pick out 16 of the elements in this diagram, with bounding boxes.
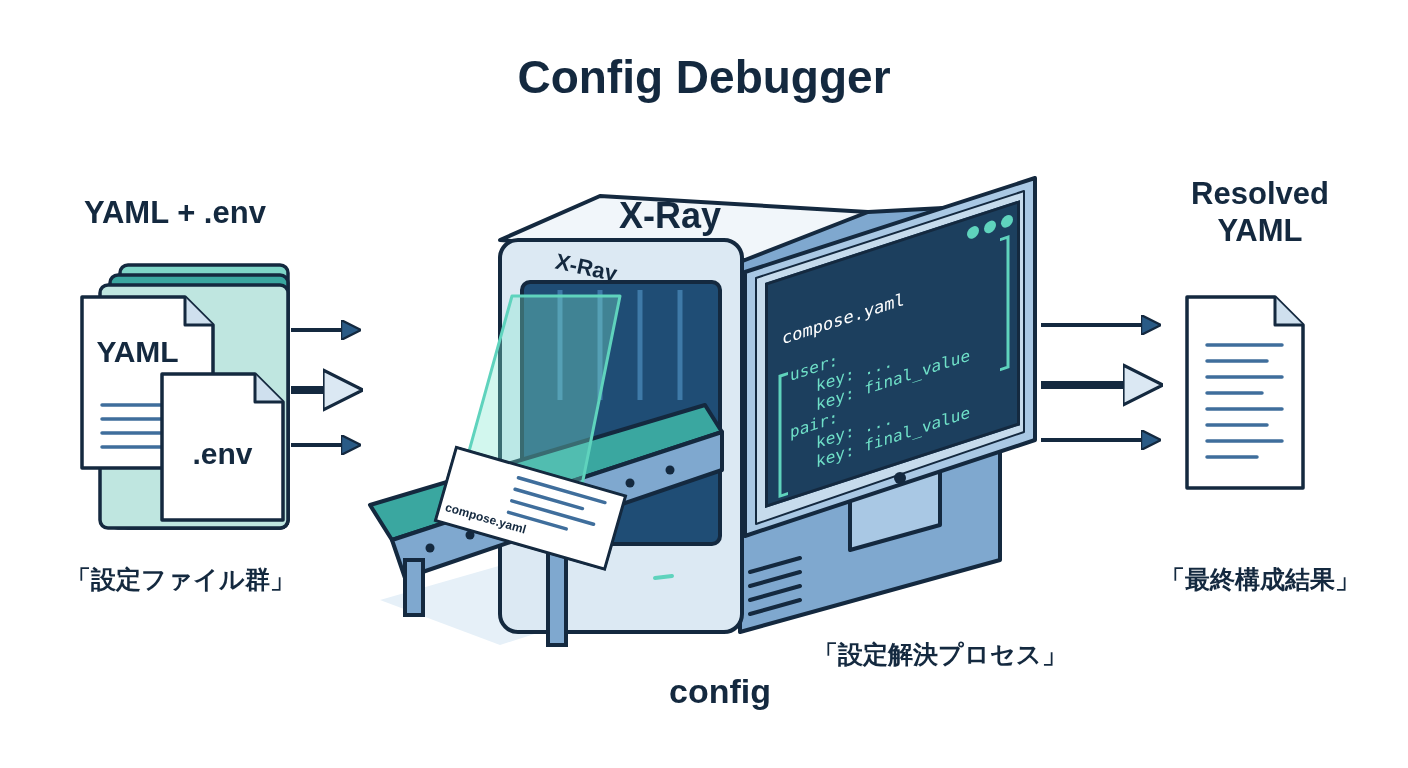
label: config [668,672,772,711]
arrow [291,368,365,412]
label: 「設定解決プロセス」 [812,639,1068,670]
heading: Resolved YAML [1190,175,1330,250]
title: Config Debugger [516,50,892,104]
arrow [1041,313,1163,337]
heading: YAML + .env [83,195,267,231]
machine-label: X-Ray [553,248,620,288]
arrow [1041,428,1163,452]
label: 「最終構成結果」 [1159,564,1361,595]
arrow [291,318,363,342]
file-label: .env [191,437,254,471]
machine-label: X-Ray [617,195,722,237]
label: 「設定ファイル群」 [64,564,296,595]
arrow [291,433,363,457]
file-label: YAML [95,335,180,369]
